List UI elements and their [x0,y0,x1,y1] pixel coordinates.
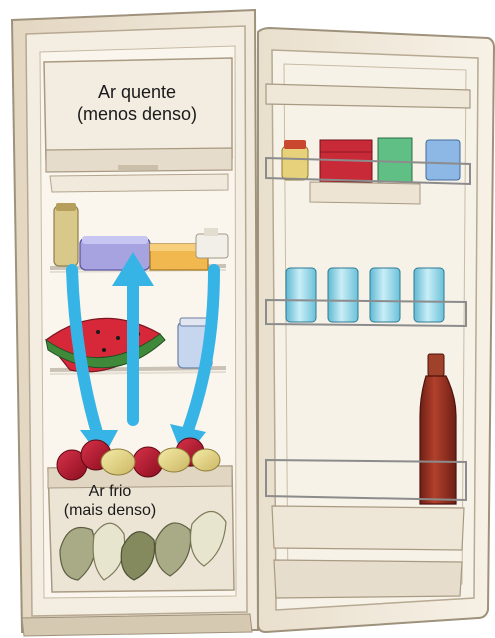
jar-icon [54,203,78,266]
fridge-base [22,614,252,636]
cold-air-label: Ar frio (mais denso) [40,482,180,520]
hot-air-label-line1: Ar quente [62,82,212,104]
cold-air-label-line1: Ar frio [40,482,180,501]
cold-air-label-line2: (mais denso) [40,501,180,520]
hot-air-label: Ar quente (menos denso) [62,82,212,125]
hot-air-label-line2: (menos denso) [62,104,212,126]
